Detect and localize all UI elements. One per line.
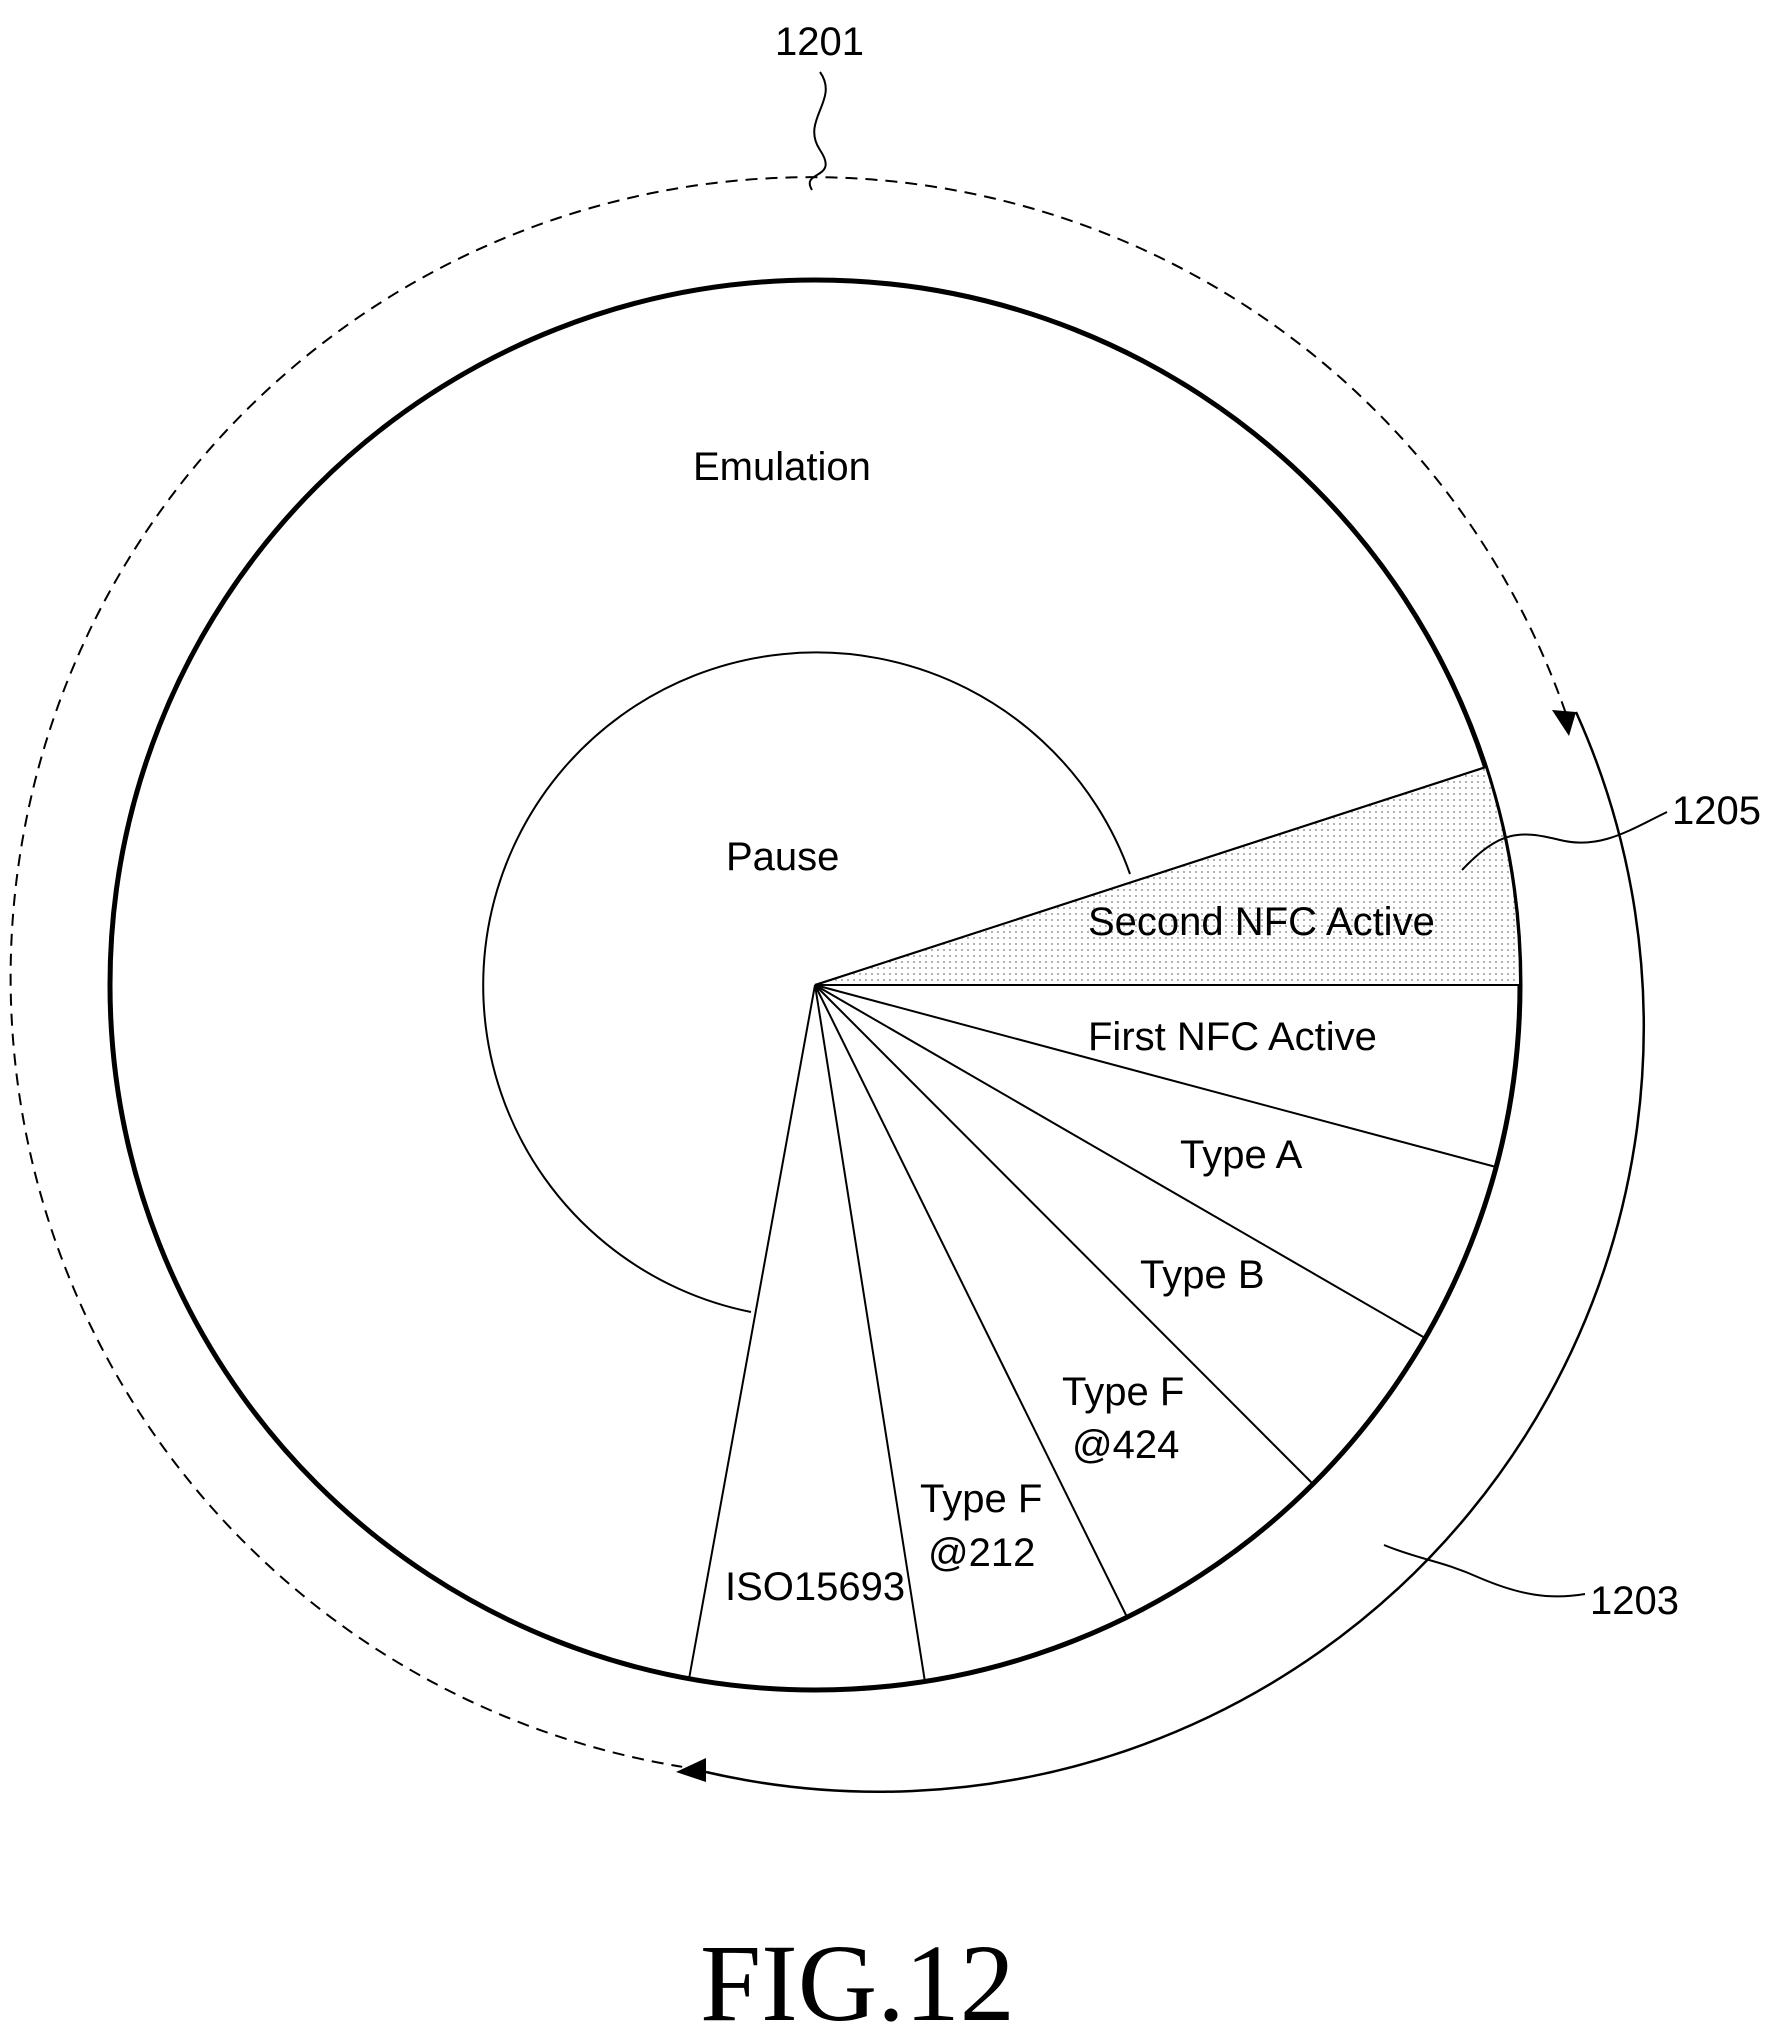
sector-label-iso15693: ISO15693 [725,1565,905,1609]
ref-numeral-1201: 1201 [775,20,864,64]
outer-cycle-arrowhead-bottom [676,1758,706,1782]
sector-label-second-nfc-active: Second NFC Active [1088,900,1435,944]
sector-label-type-b: Type B [1140,1253,1265,1297]
pause-label: Pause [726,835,839,879]
leader-line-1203 [1384,1545,1585,1596]
figure-caption: FIG.12 [700,1922,1015,2043]
sector-label-type-f424-line1: Type F [1062,1370,1184,1414]
outer-cycle-arrowhead-right [1552,710,1576,736]
ref-numeral-1203: 1203 [1590,1579,1679,1623]
leader-line-1201 [810,72,826,190]
emulation-label: Emulation [693,445,871,489]
sector-label-type-f424-line2: @424 [1072,1423,1179,1467]
sector-label-type-f212-line1: Type F [920,1477,1042,1521]
sector-label-type-f212-line2: @212 [928,1531,1035,1575]
sector-label-first-nfc-active: First NFC Active [1088,1015,1377,1059]
sector-label-type-a: Type A [1180,1133,1303,1177]
ref-numeral-1205: 1205 [1672,789,1761,833]
